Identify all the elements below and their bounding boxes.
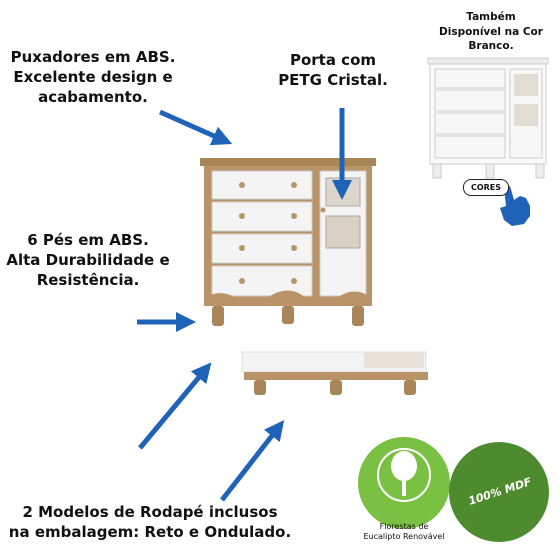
callout-line: Puxadores em ABS. — [10, 48, 176, 66]
callout-abs-feet: 6 Pés em ABS. Alta Durabilidade e Resist… — [2, 231, 174, 291]
callout-line: na embalagem: Reto e Ondulado. — [8, 522, 292, 541]
callout-line: Disponível na Cor — [439, 25, 543, 38]
callout-line: Branco. — [468, 40, 514, 53]
callout-line: Resistência. — [36, 270, 140, 289]
callout-line: Excelente design e — [13, 67, 173, 86]
callout-plinth-models: 2 Modelos de Rodapé inclusos na embalage… — [0, 503, 300, 543]
badge-line: Eucalipto Renovável — [363, 532, 445, 541]
callout-petg-door: Porta com PETG Cristal. — [268, 51, 398, 91]
drawer-knobs — [239, 182, 297, 284]
forest-badge-label: Florestas de Eucalipto Renovável — [348, 522, 460, 542]
callout-line: Também — [466, 11, 516, 23]
callout-line: Porta com — [289, 51, 377, 69]
dresser-feet — [212, 306, 364, 326]
callout-line: 2 Modelos de Rodapé inclusos — [22, 503, 278, 521]
dresser-top — [200, 158, 376, 166]
callout-line: acabamento. — [38, 87, 148, 106]
badge-line: Florestas de — [379, 522, 429, 531]
callout-line: PETG Cristal. — [278, 70, 388, 89]
arrow-plinth-wave-icon — [138, 362, 212, 450]
blue-arrows — [137, 108, 352, 502]
callout-line: 6 Pés em ABS. — [27, 231, 149, 249]
white-version-thumbnail — [427, 57, 549, 179]
callout-abs-handles: Puxadores em ABS. Excelente design e aca… — [4, 48, 182, 108]
callout-line: Alta Durabilidade e — [6, 250, 170, 269]
mdf-badge — [449, 442, 549, 542]
also-available-label: Também Disponível na Cor Branco. — [428, 10, 554, 54]
arrow-plinth-straight-icon — [220, 420, 285, 502]
colors-button[interactable]: CORES — [463, 179, 509, 196]
arrow-handles-icon — [158, 109, 233, 146]
hand-pointer-icon — [500, 186, 530, 226]
straight-plinth-detail — [241, 351, 428, 395]
